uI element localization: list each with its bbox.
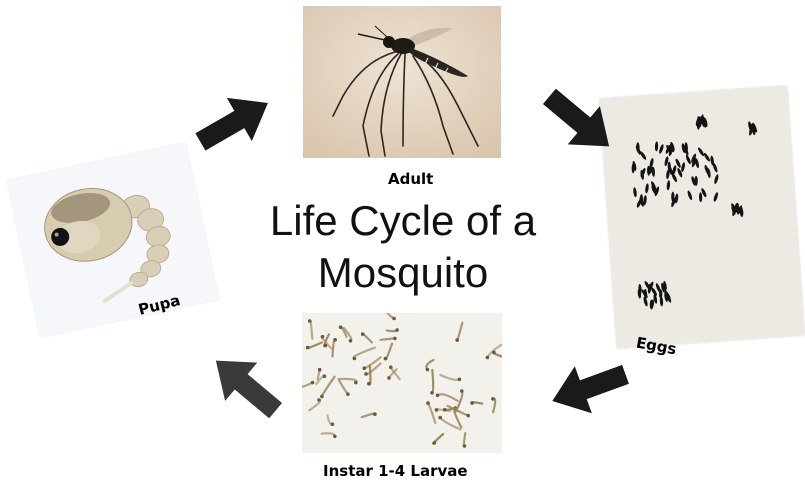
adult-label: Adult xyxy=(388,170,433,188)
adult-photo xyxy=(303,6,501,158)
diagram-title: Life Cycle of a Mosquito xyxy=(218,195,588,299)
left-arrow-icon xyxy=(540,346,636,430)
up-left-arrow-icon xyxy=(195,336,295,433)
eggs-photo xyxy=(600,86,805,349)
larvae-label: Instar 1-4 Larvae xyxy=(323,462,468,480)
larvae-photo xyxy=(302,313,502,453)
title-line-1: Life Cycle of a xyxy=(218,195,588,247)
title-line-2: Mosquito xyxy=(218,247,588,299)
right-arrow-icon xyxy=(185,76,284,168)
pupa-photo xyxy=(7,143,218,337)
